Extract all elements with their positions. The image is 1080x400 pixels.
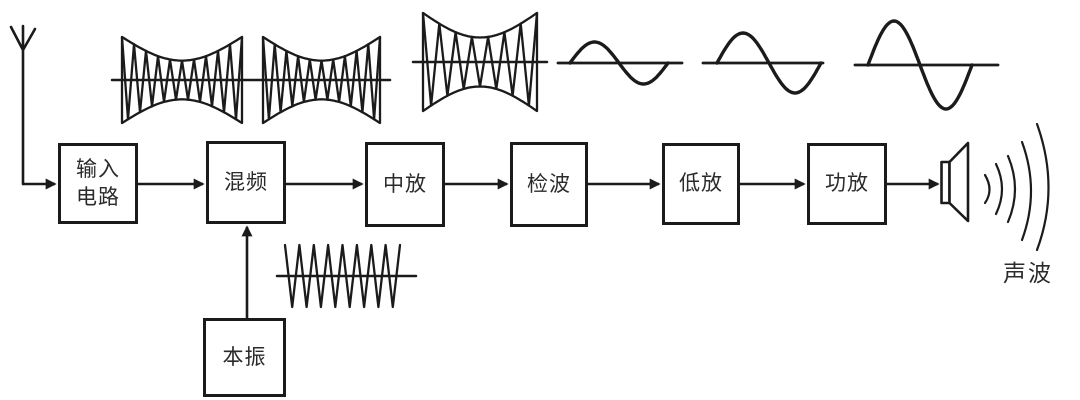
- speaker-icon: [940, 141, 970, 223]
- block-if-amplifier: 中放: [365, 142, 445, 227]
- block-lf-amplifier: 低放: [662, 143, 740, 225]
- rf-am-wave-2: [251, 35, 392, 125]
- lf-audio-wave: [701, 31, 825, 95]
- sound-wave-arcs-icon: [983, 122, 1050, 252]
- block-power-amplifier: 功放: [807, 143, 887, 225]
- block-label: 输入电路: [76, 158, 120, 209]
- antenna-icon: [9, 24, 37, 186]
- flow-arrows: [23, 178, 940, 318]
- block-local-oscillator: 本振: [203, 318, 286, 397]
- block-label: 本振: [222, 345, 267, 369]
- amplified-audio-wave: [853, 19, 1000, 111]
- block-detector: 检波: [510, 142, 588, 227]
- block-label: 中放: [383, 172, 427, 196]
- if-am-wave: [411, 11, 549, 113]
- sound-wave-label: 声波: [1003, 260, 1053, 286]
- block-label: 功放: [825, 172, 869, 196]
- local-oscillator-wave: [275, 243, 418, 309]
- block-label: 低放: [679, 172, 723, 196]
- block-mixer: 混频: [206, 141, 286, 224]
- block-label: 混频: [224, 170, 268, 194]
- detected-audio-wave: [556, 40, 684, 86]
- rf-am-wave-1: [110, 35, 254, 125]
- block-label: 检波: [527, 172, 571, 196]
- block-input-circuit: 输入电路: [58, 143, 138, 224]
